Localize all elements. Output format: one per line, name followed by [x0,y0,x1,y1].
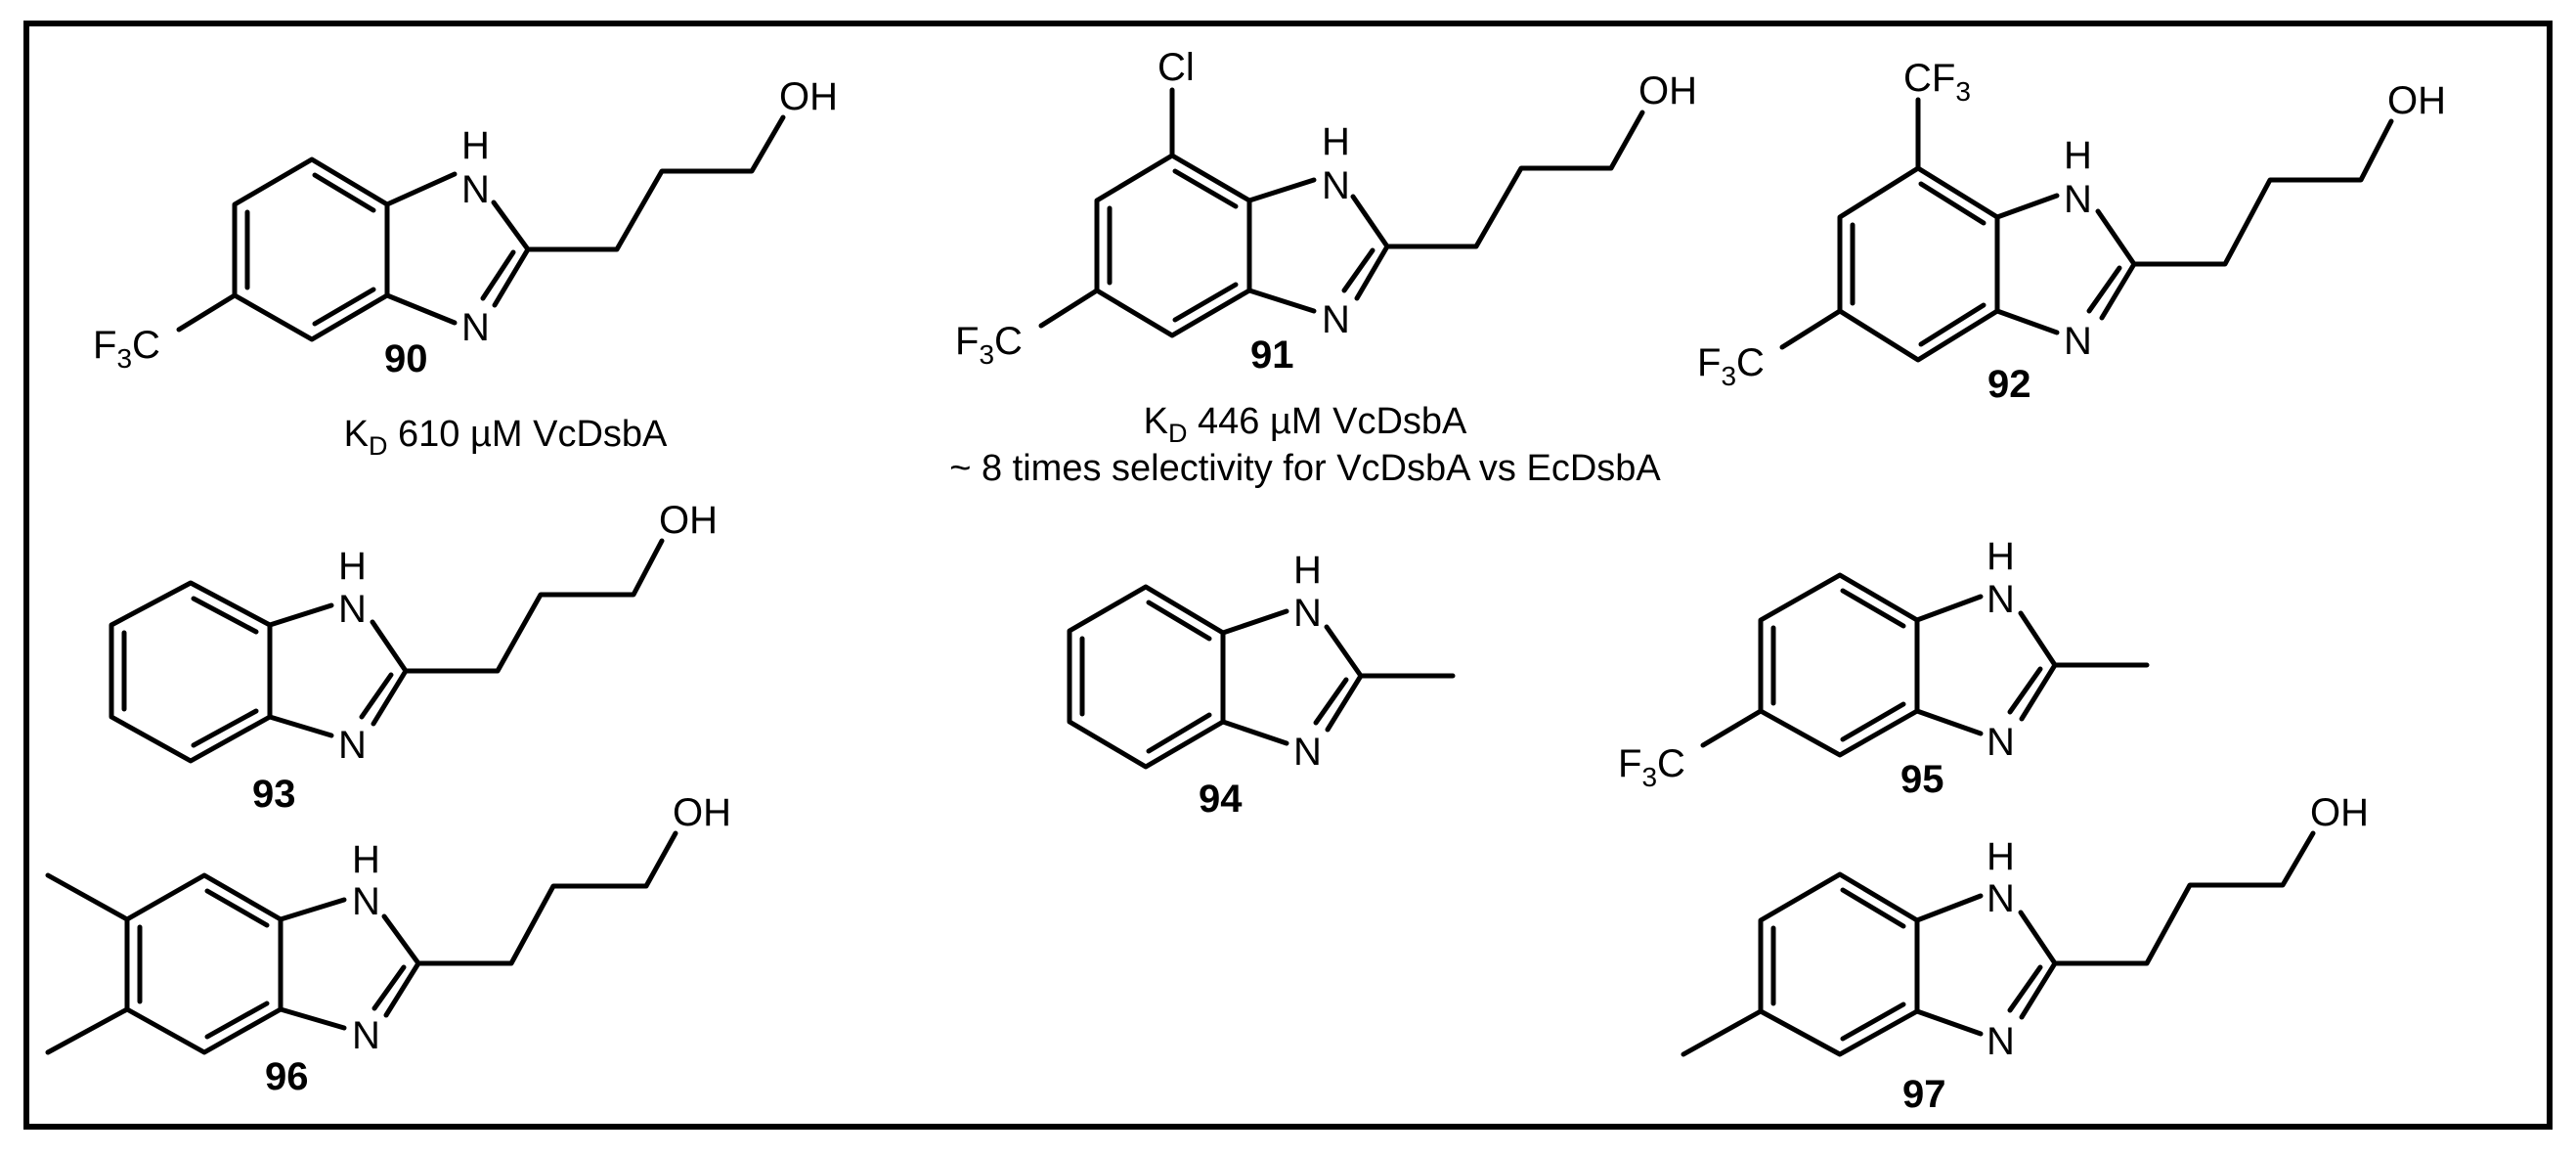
n1-atom: N [1293,592,1322,635]
n3-atom: N [1987,1020,2015,1063]
n1-atom: N [1987,578,2015,621]
n1-atom: N [338,588,367,631]
compound-93: H N N OH 93 [109,499,718,816]
n1-h-atom: H [1987,835,2015,878]
n3-atom: N [1322,298,1350,341]
hydroxyl-atom: OH [659,499,718,542]
figure-border [23,21,2553,1130]
n1-h-atom: H [352,838,380,881]
n3-atom: N [461,306,490,349]
n1-atom: N [1322,164,1350,207]
compound-90: H N N OH F3C 90 KD 610 µM VcDsbA [93,75,838,461]
compound-92: CF3 H N N OH F3C 92 [1697,57,2446,406]
kd-annotation-91: KD 446 µM VcDsbA [1144,401,1467,448]
selectivity-note-91: ~ 8 times selectivity for VcDsbA vs EcDs… [949,448,1661,489]
compound-label-90: 90 [384,337,428,380]
compound-96: H N N OH 96 [45,791,731,1098]
n3-atom: N [352,1014,380,1057]
trifluoromethyl-group: F3C [1618,742,1685,792]
hydroxyl-atom: OH [2310,791,2369,834]
compound-label-96: 96 [265,1055,309,1098]
compound-label-93: 93 [252,773,296,816]
n1-h-atom: H [1322,120,1350,163]
kd-annotation-90: KD 610 µM VcDsbA [344,414,668,461]
hydroxyl-atom: OH [673,791,731,834]
n1-h-atom: H [338,545,367,588]
compound-label-94: 94 [1199,778,1243,821]
trifluoromethyl-group: F3C [1697,341,1765,391]
trifluoromethyl-group: F3C [955,320,1023,370]
n3-atom: N [2064,320,2092,363]
compound-label-92: 92 [1987,363,2031,406]
n1-h-atom: H [1293,549,1322,592]
compound-label-95: 95 [1900,758,1944,801]
n1-atom: N [2064,178,2092,221]
n1-h-atom: H [2064,134,2092,177]
hydroxyl-atom: OH [2387,79,2446,122]
n1-atom: N [352,880,380,923]
compound-94: H N N 94 [1067,549,1456,821]
n3-atom: N [1293,731,1322,774]
compound-95: H N N F3C 95 [1618,535,2150,801]
hydroxyl-atom: OH [779,75,838,118]
compound-label-97: 97 [1902,1073,1946,1116]
n1-h-atom: H [461,124,490,167]
n1-atom: N [461,168,490,211]
n3-atom: N [338,724,367,767]
hydroxyl-atom: OH [1638,69,1697,112]
chlorine-atom: Cl [1157,46,1195,89]
compound-label-91: 91 [1250,334,1294,377]
n3-atom: N [1987,721,2015,764]
trifluoromethyl-group-top: CF3 [1903,57,1971,107]
compound-97: H N N OH 97 [1681,791,2369,1116]
n1-atom: N [1987,877,2015,920]
compound-91: Cl H N N OH F3C 91 KD 446 µM VcDsbA ~ 8 … [949,46,1697,489]
n1-h-atom: H [1987,535,2015,578]
trifluoromethyl-group: F3C [93,324,160,374]
